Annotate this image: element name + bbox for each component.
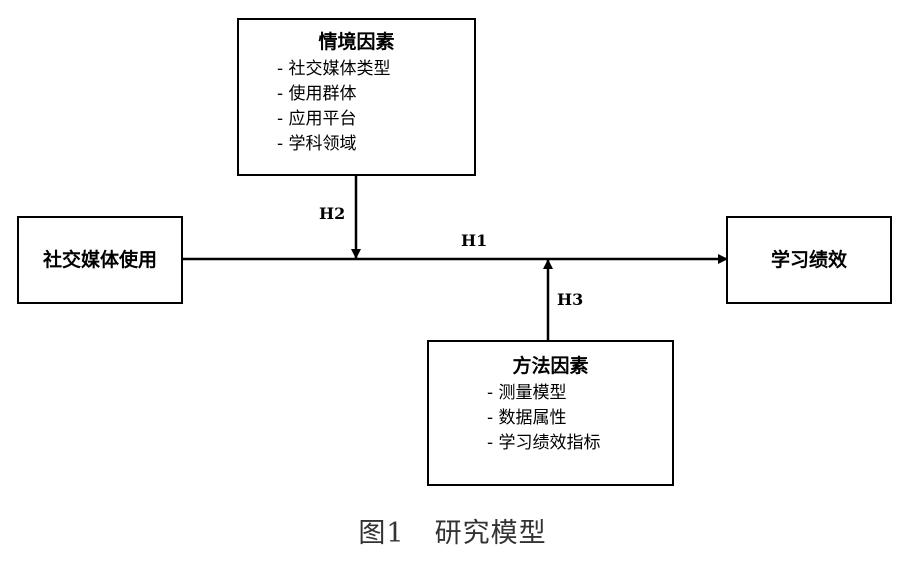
context-factors-box: 情境因素 - 社交媒体类型 - 使用群体 - 应用平台 - 学科领域 (237, 18, 476, 176)
list-item: - 数据属性 (487, 408, 567, 428)
list-item: - 测量模型 (487, 383, 567, 403)
method-factors-box: 方法因素 - 测量模型 - 数据属性 - 学习绩效指标 (427, 340, 674, 486)
method-factors-list: - 测量模型 - 数据属性 - 学习绩效指标 (487, 381, 672, 456)
figure-number: 图1 (358, 518, 405, 549)
learning-performance-box: 学习绩效 (726, 216, 892, 304)
figure-title: 研究模型 (434, 518, 547, 549)
h3-label: H3 (557, 290, 584, 309)
list-item: - 学习绩效指标 (487, 433, 601, 453)
context-factors-list: - 社交媒体类型 - 使用群体 - 应用平台 - 学科领域 (277, 57, 474, 157)
list-item: - 社交媒体类型 (277, 59, 391, 79)
list-item: - 应用平台 (277, 109, 357, 129)
h2-label: H2 (319, 204, 346, 223)
h1-label: H1 (461, 231, 488, 250)
social-media-use-label: 社交媒体使用 (42, 249, 157, 271)
list-item: - 使用群体 (277, 84, 357, 104)
learning-performance-label: 学习绩效 (770, 249, 847, 271)
method-factors-title: 方法因素 (512, 355, 589, 377)
list-item: - 学科领域 (277, 134, 357, 154)
context-factors-title: 情境因素 (318, 31, 395, 53)
figure-caption: 图1 研究模型 (0, 511, 905, 550)
social-media-use-box: 社交媒体使用 (17, 216, 183, 304)
